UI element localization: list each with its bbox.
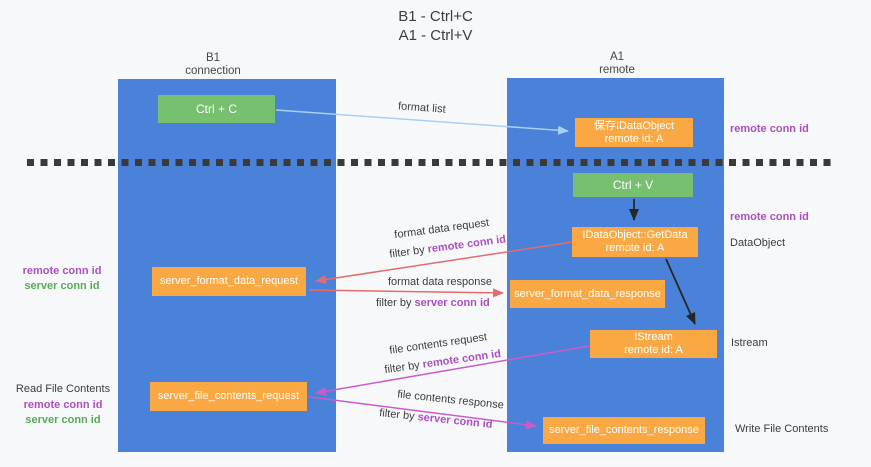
box-server-file-contents-request: server_file_contents_request [150, 382, 307, 411]
box-istream: IStream remote id: A [590, 330, 717, 358]
dashed-separator [27, 159, 835, 166]
label-file-contents-response: file contents response [396, 388, 505, 412]
label-remote-conn-id-left-bottom: remote conn id [23, 398, 103, 411]
label-server-conn-id-left-bottom: server conn id [25, 414, 101, 426]
lifeline-a1-name: A1 [609, 51, 625, 63]
lifeline-header-a1: A1 remote [562, 51, 672, 76]
box-save-idataobject: 保存IDataObject remote id: A [575, 118, 693, 147]
lifeline-header-b1: B1 connection [158, 52, 268, 77]
label-format-data-response: format data response [388, 276, 492, 288]
label-remote-conn-id-right-top: remote conn id [730, 123, 809, 135]
lifeline-a1-role: remote [599, 63, 635, 76]
lifeline-b1-name: B1 [205, 52, 221, 64]
arrow-format-data-response [308, 288, 504, 298]
label-format-list: format list [397, 100, 447, 116]
server-conn-id-text: server conn id [417, 411, 494, 431]
ctrl-c-label: Ctrl + C [195, 101, 237, 116]
filter-by-text: filter by [378, 407, 416, 423]
server-format-data-request-label: server_format_data_request [159, 275, 299, 287]
label-filter-by-server-2: filter by server conn id [379, 407, 493, 431]
server-file-contents-response-label: server_file_contents_response [549, 424, 699, 436]
label-server-conn-id-left: server conn id [24, 280, 100, 292]
server-format-data-response-label: server_format_data_response [514, 287, 661, 300]
label-read-file-contents: Read File Contents [15, 383, 111, 395]
box-ctrl-c: Ctrl + C [158, 95, 275, 123]
getdata-line1: IDataObject::GetData [582, 229, 688, 241]
server-conn-id-text: server conn id [414, 297, 490, 309]
box-server-format-data-response: server_format_data_response [510, 280, 665, 308]
box-idataobject-getdata: IDataObject::GetData remote id: A [572, 227, 698, 257]
filter-by-text: filter by [383, 359, 421, 377]
label-remote-conn-id-right-mid: remote conn id [730, 211, 809, 223]
filter-by-text: filter by [388, 244, 426, 261]
server-file-contents-request-label: server_file_contents_request [157, 390, 300, 402]
istream-line2: remote id: A [624, 344, 683, 356]
save-idataobject-line2: remote id: A [604, 132, 664, 145]
getdata-line2: remote id: A [605, 242, 665, 254]
label-dataobject: DataObject [730, 237, 786, 249]
box-server-format-data-request: server_format_data_request [152, 267, 306, 296]
label-left-conn-ids: remote conn id server conn id [12, 264, 112, 294]
label-write-file-contents: Write File Contents [735, 423, 829, 435]
title-line-1: B1 - Ctrl+C [398, 8, 473, 25]
box-ctrl-v: Ctrl + V [573, 173, 693, 197]
diagram-title: B1 - Ctrl+C A1 - Ctrl+V [0, 7, 871, 45]
save-idataobject-line1: 保存IDataObject [593, 119, 675, 132]
label-read-file-contents-block: Read File Contents remote conn id server… [8, 382, 118, 429]
remote-conn-id-text: remote conn id [421, 347, 502, 371]
box-server-file-contents-response: server_file_contents_response [543, 417, 705, 444]
istream-line1: IStream [634, 331, 673, 343]
label-istream: Istream [731, 337, 768, 349]
title-line-2: A1 - Ctrl+V [398, 27, 473, 44]
remote-conn-id-text: remote conn id [426, 233, 507, 256]
ctrl-v-label: Ctrl + V [612, 177, 654, 192]
label-remote-conn-id-left: remote conn id [22, 265, 102, 277]
lifeline-b1-role: connection [185, 64, 241, 77]
label-filter-by-server-1: filter by server conn id [376, 297, 490, 309]
filter-by-text: filter by [376, 297, 412, 309]
